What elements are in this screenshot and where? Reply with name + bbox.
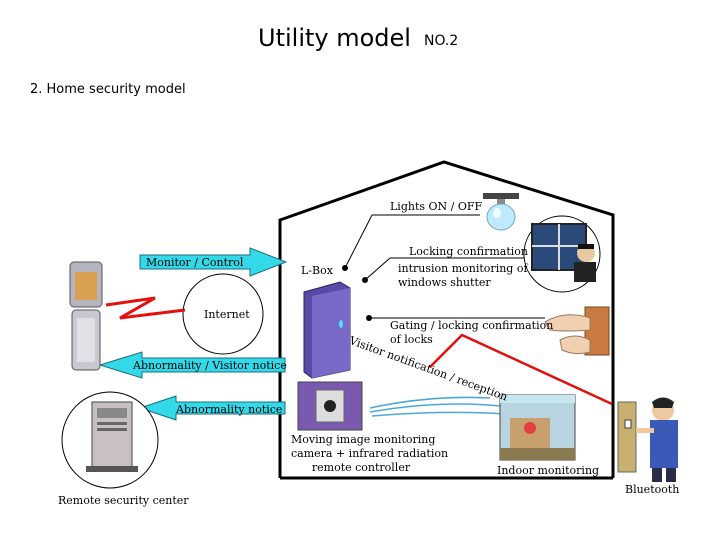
hand-key-icon	[544, 306, 610, 356]
gating-label-1: Gating / locking confirmation	[390, 319, 554, 332]
remote-security-center-icon	[61, 391, 159, 489]
camera-label-2: camera + infrared radiation	[291, 447, 449, 460]
camera-label-1: Moving image monitoring	[291, 433, 436, 446]
mobile-phone-icon	[69, 261, 103, 371]
lights-line	[344, 214, 373, 269]
gating-label-2: of locks	[390, 333, 433, 346]
locking-confirmation-label: Locking confirmation	[409, 245, 528, 258]
window-intruder-icon	[523, 215, 601, 293]
light-bulb-icon	[483, 193, 519, 231]
bluetooth-label: Bluetooth	[625, 483, 680, 496]
visitor-signal-zigzag	[429, 333, 613, 406]
lights-label: Lights ON / OFF	[390, 200, 483, 213]
intrusion-label-1: intrusion monitoring of	[398, 262, 528, 275]
signal-waves-icon	[369, 396, 506, 417]
visitor-notice-label: Abnormality / Visitor notice	[133, 359, 287, 372]
page-number: NO.2	[424, 33, 459, 49]
camera-label-3: remote controller	[311, 461, 411, 474]
camera-icon	[297, 381, 363, 431]
indoor-scene-icon	[499, 394, 576, 461]
monitor-control-arrow	[139, 247, 288, 277]
lights-node	[342, 265, 348, 271]
house-outline	[278, 160, 615, 478]
remote-security-center-label: Remote security center	[58, 494, 189, 507]
l-box-device-icon	[303, 281, 351, 379]
lock-node	[366, 315, 372, 321]
phone-signal-zigzag	[105, 296, 186, 320]
section-heading: 2. Home security model	[30, 82, 186, 97]
monitor-control-label: Monitor / Control	[146, 256, 244, 269]
internet-circle	[182, 273, 264, 355]
intrusion-label-2: windows shutter	[398, 276, 491, 289]
window-node	[362, 277, 368, 283]
internet-label: Internet	[204, 308, 250, 321]
l-box-label: L-Box	[301, 264, 333, 277]
abnormality-notice-label: Abnormality notice	[176, 403, 283, 416]
visitor-notice-arrow	[98, 351, 286, 379]
abnormality-notice-arrow	[138, 395, 286, 421]
person-bluetooth-icon	[617, 397, 678, 482]
page-title: Utility model	[258, 24, 411, 52]
indoor-monitoring-label: Indoor monitoring	[497, 464, 600, 477]
window-line	[364, 257, 391, 281]
